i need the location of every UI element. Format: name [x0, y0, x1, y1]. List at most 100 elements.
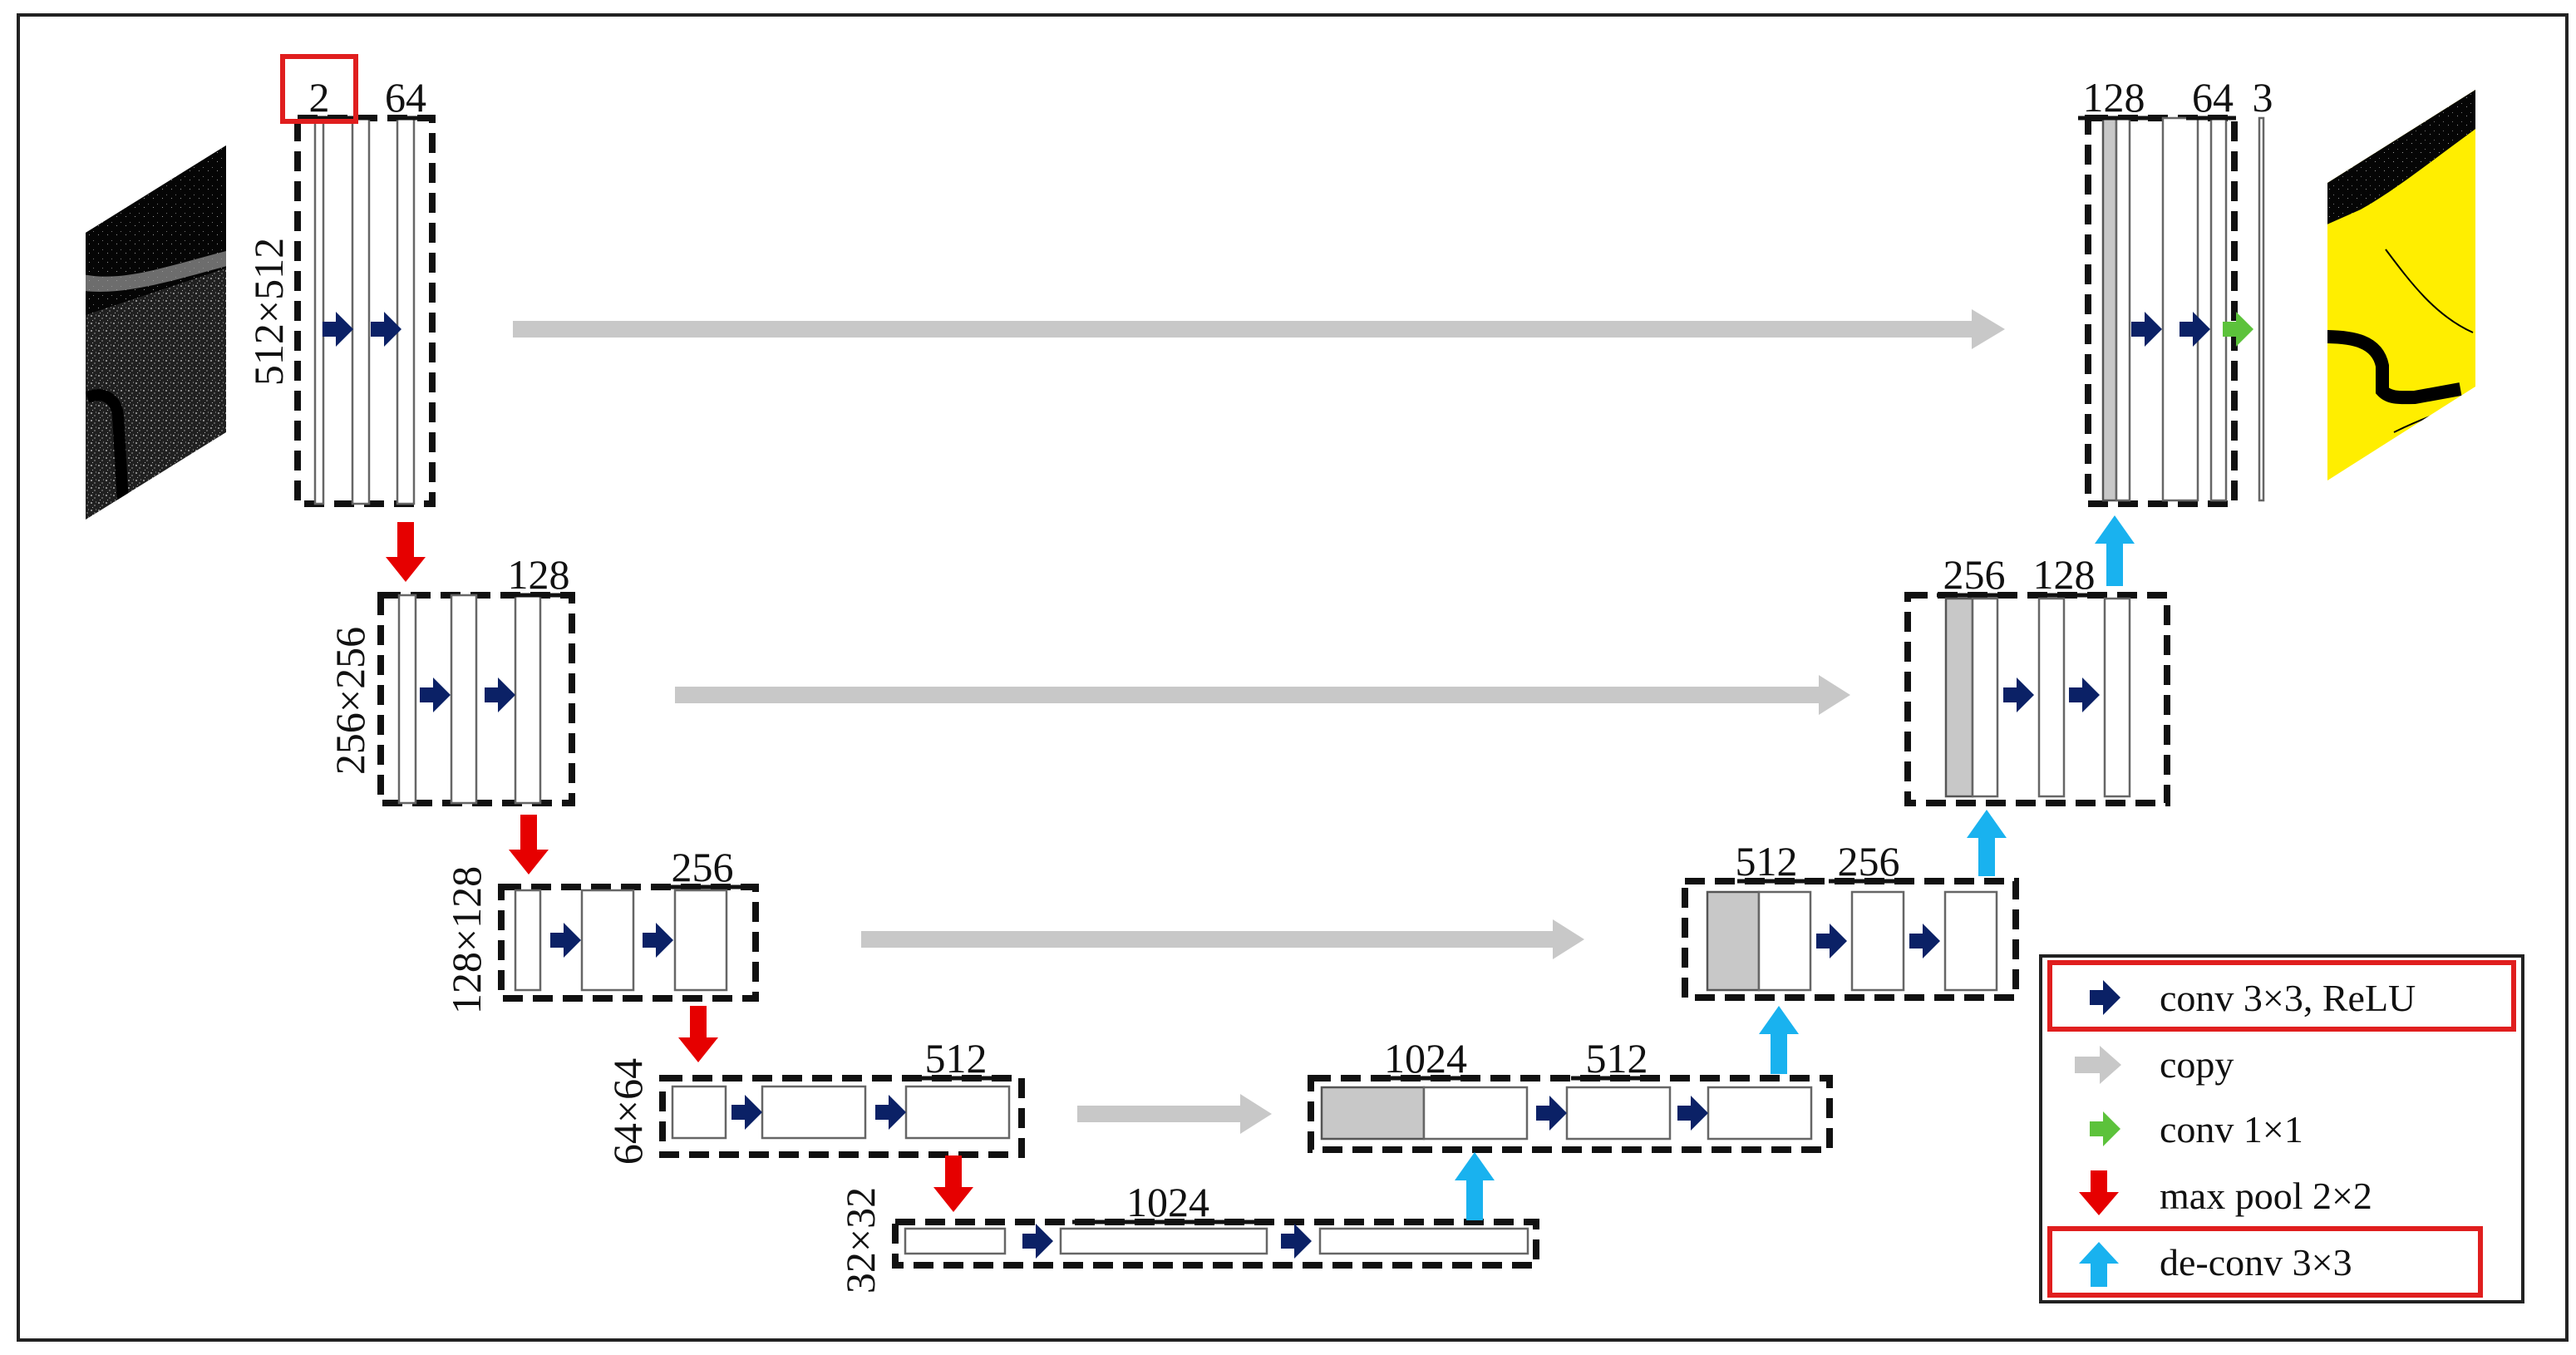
output-feature-map	[2258, 116, 2265, 502]
sar-input-image	[86, 145, 226, 520]
encoder-level-4: 512 64×64	[604, 1035, 1025, 1165]
conv-arrow	[485, 678, 515, 712]
copy-arrow	[1077, 1094, 1272, 1134]
channel-label: 128	[508, 551, 570, 598]
upsampled-feature-map	[1757, 890, 1812, 992]
copied-feature-map	[1706, 890, 1761, 992]
channel-label: 512	[1736, 838, 1798, 884]
resolution-label: 32×32	[837, 1187, 884, 1293]
conv1x1-arrow	[2223, 312, 2253, 347]
decoder-level-2: 256 128	[1904, 551, 2170, 806]
feature-map	[1565, 1086, 1672, 1141]
channel-label: 512	[925, 1035, 988, 1082]
conv-arrow	[643, 923, 673, 958]
legend-highlight-deconv	[2047, 1226, 2483, 1298]
legend-label: conv 3×3, ReLU	[2160, 977, 2416, 1019]
conv-arrow	[1536, 1096, 1567, 1131]
decoder-level-1: 128 64 3	[2078, 74, 2273, 507]
upsampled-feature-map	[1971, 597, 1999, 798]
decoder-level-3: 512 256	[1682, 838, 2019, 1001]
channel-label: 64	[385, 74, 426, 121]
channel-label-input: 2	[309, 74, 330, 121]
deconv-arrow	[1759, 1006, 1799, 1074]
bottleneck-level: 1024 32×32	[837, 1179, 1539, 1293]
channel-label: 256	[1838, 838, 1900, 884]
copied-feature-map	[1944, 597, 1974, 798]
conv-arrow	[1281, 1224, 1312, 1259]
segmentation-output-image	[2327, 90, 2475, 480]
deconv-arrow	[2095, 515, 2135, 586]
deconv-arrow	[1967, 810, 2007, 876]
conv-arrow	[2069, 678, 2100, 712]
resolution-label: 64×64	[604, 1058, 651, 1165]
bottleneck-block	[892, 1219, 1539, 1269]
feature-map	[514, 594, 542, 805]
feature-map	[351, 116, 371, 505]
feature-map	[2161, 116, 2199, 502]
encoder-block-3	[498, 884, 759, 1002]
upsampled-feature-map	[2115, 116, 2131, 502]
copy-arrow-icon	[2075, 1046, 2121, 1084]
channel-label-output: 3	[2253, 74, 2273, 121]
conv-arrow	[1022, 1224, 1053, 1259]
feature-map	[396, 116, 416, 505]
legend-label: copy	[2160, 1043, 2234, 1086]
resolution-label: 128×128	[443, 866, 490, 1014]
maxpool-arrows	[386, 522, 973, 1212]
decoder-level-4: 1024 512	[1308, 1035, 1833, 1153]
copy-arrows	[513, 309, 2005, 1134]
conv-arrow	[731, 1095, 762, 1130]
maxpool-arrow-icon	[2079, 1170, 2119, 1215]
conv-arrow	[2180, 312, 2210, 347]
channel-label: 1024	[1126, 1179, 1209, 1225]
encoder-block-4	[659, 1075, 1025, 1158]
conv-arrow	[371, 312, 401, 347]
conv-arrow	[2003, 678, 2034, 712]
copied-feature-map	[1320, 1086, 1426, 1141]
deconv-arrow-icon	[2079, 1242, 2119, 1287]
channel-label: 256	[672, 844, 734, 890]
encoder-level-3: 256 128×128	[443, 844, 759, 1014]
legend-label: de-conv 3×3	[2160, 1241, 2352, 1284]
legend-box	[2039, 954, 2524, 1303]
feature-map	[580, 889, 635, 992]
resolution-label: 256×256	[327, 627, 373, 775]
conv-arrow	[2131, 312, 2162, 347]
feature-map	[671, 1085, 727, 1140]
deconv-arrow	[1455, 1152, 1495, 1220]
feature-map	[1943, 890, 1998, 992]
feature-map	[397, 594, 417, 805]
conv-arrow	[1677, 1096, 1708, 1131]
legend-label: max pool 2×2	[2160, 1175, 2372, 1217]
conv-arrow	[420, 678, 451, 712]
conv-arrow	[323, 312, 353, 347]
channel-label: 128	[2083, 74, 2145, 121]
feature-map	[1059, 1227, 1268, 1255]
feature-map	[2103, 597, 2131, 798]
legend-highlight-conv	[2047, 960, 2516, 1032]
feature-map	[904, 1085, 1011, 1140]
decoder-block-1	[2085, 115, 2238, 507]
channel-label: 256	[1943, 551, 2006, 598]
feature-map	[1707, 1086, 1813, 1141]
maxpool-arrow	[386, 522, 426, 582]
resolution-label: 512×512	[245, 238, 292, 386]
conv-arrow-icon	[2090, 980, 2120, 1015]
conv-arrow	[1816, 924, 1847, 958]
maxpool-arrow	[678, 1006, 718, 1062]
deconv-arrows	[1455, 515, 2135, 1220]
copied-feature-map	[2101, 116, 2118, 502]
conv-arrows	[323, 312, 2210, 1259]
feature-map	[313, 116, 325, 505]
feature-map	[2037, 597, 2066, 798]
input-channel-highlight	[280, 54, 358, 124]
conv-arrow	[875, 1095, 906, 1130]
legend: conv 3×3, ReLU copy conv 1×1 max pool 2×…	[2039, 954, 2524, 1303]
feature-map	[1850, 890, 1905, 992]
channel-label: 128	[2033, 551, 2096, 598]
feature-map	[450, 594, 478, 805]
encoder-level-2: 128 256×256	[327, 551, 575, 806]
decoder-block-4	[1308, 1075, 1833, 1153]
feature-map	[673, 889, 728, 992]
